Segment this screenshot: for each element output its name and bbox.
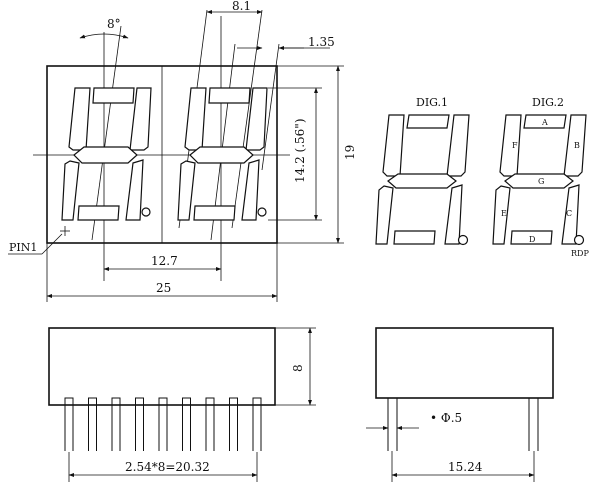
segment-a-label: A xyxy=(541,118,548,127)
body-height-label: 19 xyxy=(343,145,357,160)
side-pin xyxy=(158,397,168,451)
pin1-label: PIN1 xyxy=(9,241,37,254)
digit1-segment-f xyxy=(382,114,405,177)
segment-e-label: E xyxy=(501,209,507,218)
digit1-segment-g xyxy=(387,173,457,189)
front-digit1-segment-b xyxy=(129,87,152,151)
digit-pitch-dimension: 12.7 xyxy=(103,254,222,271)
front-view: 8° 8.1 1.35 14.2 (.56") 19 xyxy=(8,0,357,302)
side-pin xyxy=(205,397,215,451)
body-width-dimension: 25 xyxy=(46,243,278,302)
front-digit1-segment-c xyxy=(125,159,144,221)
segment-g-label: G xyxy=(538,177,544,186)
digit-1 xyxy=(375,114,470,246)
front-digit1-segment-e xyxy=(61,160,80,221)
digit1-segment-d xyxy=(393,230,436,245)
digit2-dp xyxy=(573,234,585,246)
side-pins xyxy=(64,397,262,451)
front-digit1-segment-f xyxy=(68,87,91,151)
side-body-outline xyxy=(48,327,276,406)
dp-label: RDP xyxy=(571,249,589,258)
front-digit2-segment-c xyxy=(241,159,260,221)
front-digit2-segment-d xyxy=(193,205,236,221)
tilt-offset-label: 8.1 xyxy=(232,0,251,13)
front-digit2-dp xyxy=(257,207,267,217)
front-digit-1 xyxy=(61,87,152,221)
pin1-leader xyxy=(41,233,63,255)
end-pin-right xyxy=(528,397,539,451)
front-digit2-segment-f xyxy=(184,87,207,151)
side-pin xyxy=(88,397,97,451)
pin1-marker: PIN1 xyxy=(8,226,70,255)
side-view: 8 2.54*8=20.32 xyxy=(48,327,316,482)
front-digit1-segment-g xyxy=(73,146,138,164)
digit1-dp xyxy=(457,234,469,246)
digit2-segment-f xyxy=(499,114,522,177)
angle-dimension: 8° xyxy=(79,17,129,39)
digit-height-dimension: 14.2 (.56") xyxy=(268,87,322,221)
row-spacing-label: 15.24 xyxy=(448,460,483,474)
body-width-label: 25 xyxy=(156,281,171,295)
digit1-segment-c xyxy=(444,184,463,245)
front-digit1-segment-a xyxy=(92,87,135,104)
side-pin xyxy=(64,397,74,451)
segment-offset-label: 1.35 xyxy=(308,35,335,49)
segment-d-label: D xyxy=(529,235,535,244)
segment-diagram: DIG.1 DIG.2 A B C D E xyxy=(375,96,589,258)
front-digit1-dp xyxy=(141,207,151,217)
digit2-label: DIG.2 xyxy=(532,96,564,109)
digit2-segment-d xyxy=(510,230,553,245)
angle-label: 8° xyxy=(107,17,121,31)
digit2-segment-g xyxy=(504,173,574,189)
segment-c-label: C xyxy=(566,209,572,218)
front-digit2-segment-a xyxy=(208,87,251,104)
end-body-outline xyxy=(375,327,554,399)
end-pin-left xyxy=(387,397,398,451)
segment-b-label: B xyxy=(574,141,580,150)
segment-f-label: F xyxy=(512,141,518,150)
digit2-segment-a xyxy=(523,114,567,129)
segment-edge-slant-extension xyxy=(261,43,280,171)
pin-pitch-label: 2.54*8=20.32 xyxy=(125,460,210,474)
end-view: • Φ.5 15.24 xyxy=(366,327,554,482)
side-height-label: 8 xyxy=(291,364,305,372)
digit-2: A B C D E F G RDP xyxy=(492,114,589,258)
side-pin xyxy=(182,397,191,451)
digit1-label: DIG.1 xyxy=(416,96,448,109)
digit1-segment-b xyxy=(446,114,470,177)
front-digit-2 xyxy=(177,87,268,221)
front-digit2-segment-b xyxy=(245,87,268,151)
side-pin xyxy=(229,397,238,451)
digit2-segment-e xyxy=(492,185,511,245)
digit1-segment-a xyxy=(406,114,450,129)
digit-pitch-label: 12.7 xyxy=(151,254,178,268)
side-pin xyxy=(252,397,262,451)
digit2-segment-b xyxy=(563,114,587,177)
front-digit2-segment-g xyxy=(189,146,254,164)
front-digit1-segment-d xyxy=(77,205,120,221)
tilt-offset-dimension: 8.1 xyxy=(206,0,263,14)
front-digit2-segment-e xyxy=(177,160,196,221)
segment-offset-dimension: 1.35 xyxy=(237,35,335,50)
side-pin xyxy=(111,397,121,451)
pin-diameter-label: • Φ.5 xyxy=(430,411,462,425)
digit-height-label: 14.2 (.56") xyxy=(293,119,307,184)
digit1-slant-axis xyxy=(91,25,122,241)
body-height-dimension: 19 xyxy=(277,65,357,244)
angle-arc xyxy=(79,33,129,39)
digit1-segment-e xyxy=(375,185,394,245)
side-pin xyxy=(135,397,144,451)
